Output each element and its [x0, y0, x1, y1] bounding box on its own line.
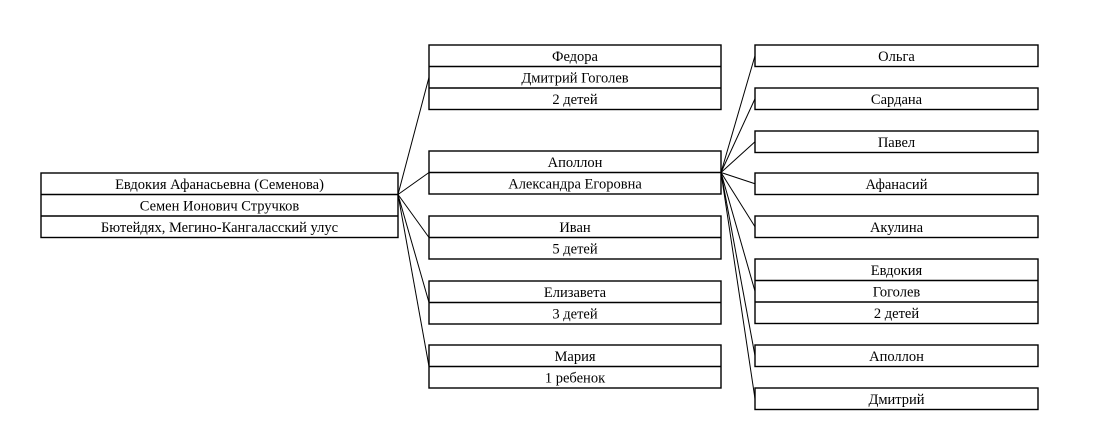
connector-root-to-child-5	[397, 194, 430, 367]
child-card-4: Елизавета 3 детей	[428, 280, 722, 325]
grandchild-card-8-line-1: Дмитрий	[868, 392, 924, 408]
grandchild-card-4-frame	[754, 172, 1039, 196]
grandchild-card-3: Павел	[754, 130, 1039, 154]
grandchild-card-1-line-1: Ольга	[878, 49, 915, 65]
connector-child-2-to-grandchild-2	[720, 98, 756, 173]
grandchild-card-8: Дмитрий	[754, 387, 1039, 411]
grandchild-card-4-line-1: Афанасий	[866, 177, 928, 193]
connector-root-to-child-1	[397, 77, 430, 195]
child-card-3-line-1: Иван	[559, 220, 591, 236]
grandchild-card-8-frame	[754, 387, 1039, 411]
root-person-card-line-2: Семен Ионович Стручков	[140, 198, 300, 214]
connector-child-2-to-grandchild-5	[720, 172, 756, 228]
root-person-card-line-3: Бютейдях, Мегино-Кангаласский улус	[101, 220, 338, 236]
connector-root-to-child-3	[397, 194, 430, 238]
child-card-5-line-2: 1 ребенок	[545, 370, 606, 386]
connector-root-to-child-2	[397, 172, 430, 195]
grandchild-card-4: Афанасий	[754, 172, 1039, 196]
child-card-3-line-2: 5 детей	[552, 241, 597, 257]
root-person-card: Евдокия Афанасьевна (Семенова) Семен Ионо…	[40, 172, 399, 239]
grandchild-card-6-line-2: Гоголев	[873, 284, 921, 300]
connector-child-2-to-grandchild-7	[720, 172, 756, 356]
child-card-5: Мария 1 ребенок	[428, 344, 722, 389]
grandchild-card-2: Сардана	[754, 87, 1039, 111]
grandchild-card-7-line-1: Аполлон	[869, 349, 924, 365]
root-person-card-line-1: Евдокия Афанасьевна (Семенова)	[115, 177, 324, 193]
connector-child-2-to-grandchild-1	[720, 55, 756, 173]
connector-child-2-to-grandchild-6	[720, 172, 756, 292]
grandchild-card-5-line-1: Акулина	[870, 220, 924, 236]
person-cards: Евдокия Афанасьевна (Семенова) Семен Ионо…	[40, 44, 1039, 411]
child-card-5-line-1: Мария	[554, 349, 595, 365]
grandchild-card-6-line-1: Евдокия	[871, 263, 923, 279]
grandchild-card-1: Ольга	[754, 44, 1039, 68]
grandchild-card-5: Акулина	[754, 215, 1039, 239]
root-person-card-frame	[40, 172, 399, 239]
grandchild-card-7: Аполлон	[754, 344, 1039, 368]
child-card-1-line-1: Федора	[552, 49, 599, 65]
grandchild-card-3-frame	[754, 130, 1039, 154]
grandchild-card-2-frame	[754, 87, 1039, 111]
grandchild-card-2-line-1: Сардана	[871, 92, 923, 108]
grandchild-card-6-line-3: 2 детей	[874, 306, 919, 322]
child-card-4-line-2: 3 детей	[552, 306, 597, 322]
grandchild-card-3-line-1: Павел	[878, 135, 915, 151]
grandchild-card-5-frame	[754, 215, 1039, 239]
connector-root-to-child-4	[397, 194, 430, 303]
child-card-1-line-3: 2 детей	[552, 92, 597, 108]
grandchild-card-6-frame	[754, 258, 1039, 325]
child-card-1-line-2: Дмитрий Гоголев	[521, 70, 628, 86]
child-card-4-line-1: Елизавета	[544, 285, 607, 301]
child-card-1-frame	[428, 44, 722, 111]
connector-child-2-to-grandchild-8	[720, 172, 756, 399]
connector-child-2-to-grandchild-4	[720, 172, 756, 185]
child-card-2-line-1: Аполлон	[548, 155, 603, 171]
child-card-3: Иван 5 детей	[428, 215, 722, 260]
connector-lines	[397, 55, 756, 399]
grandchild-card-7-frame	[754, 344, 1039, 368]
connector-child-2-to-grandchild-3	[720, 141, 756, 173]
grandchild-card-1-frame	[754, 44, 1039, 68]
child-card-2-line-2: Александра Егоровна	[508, 176, 642, 192]
